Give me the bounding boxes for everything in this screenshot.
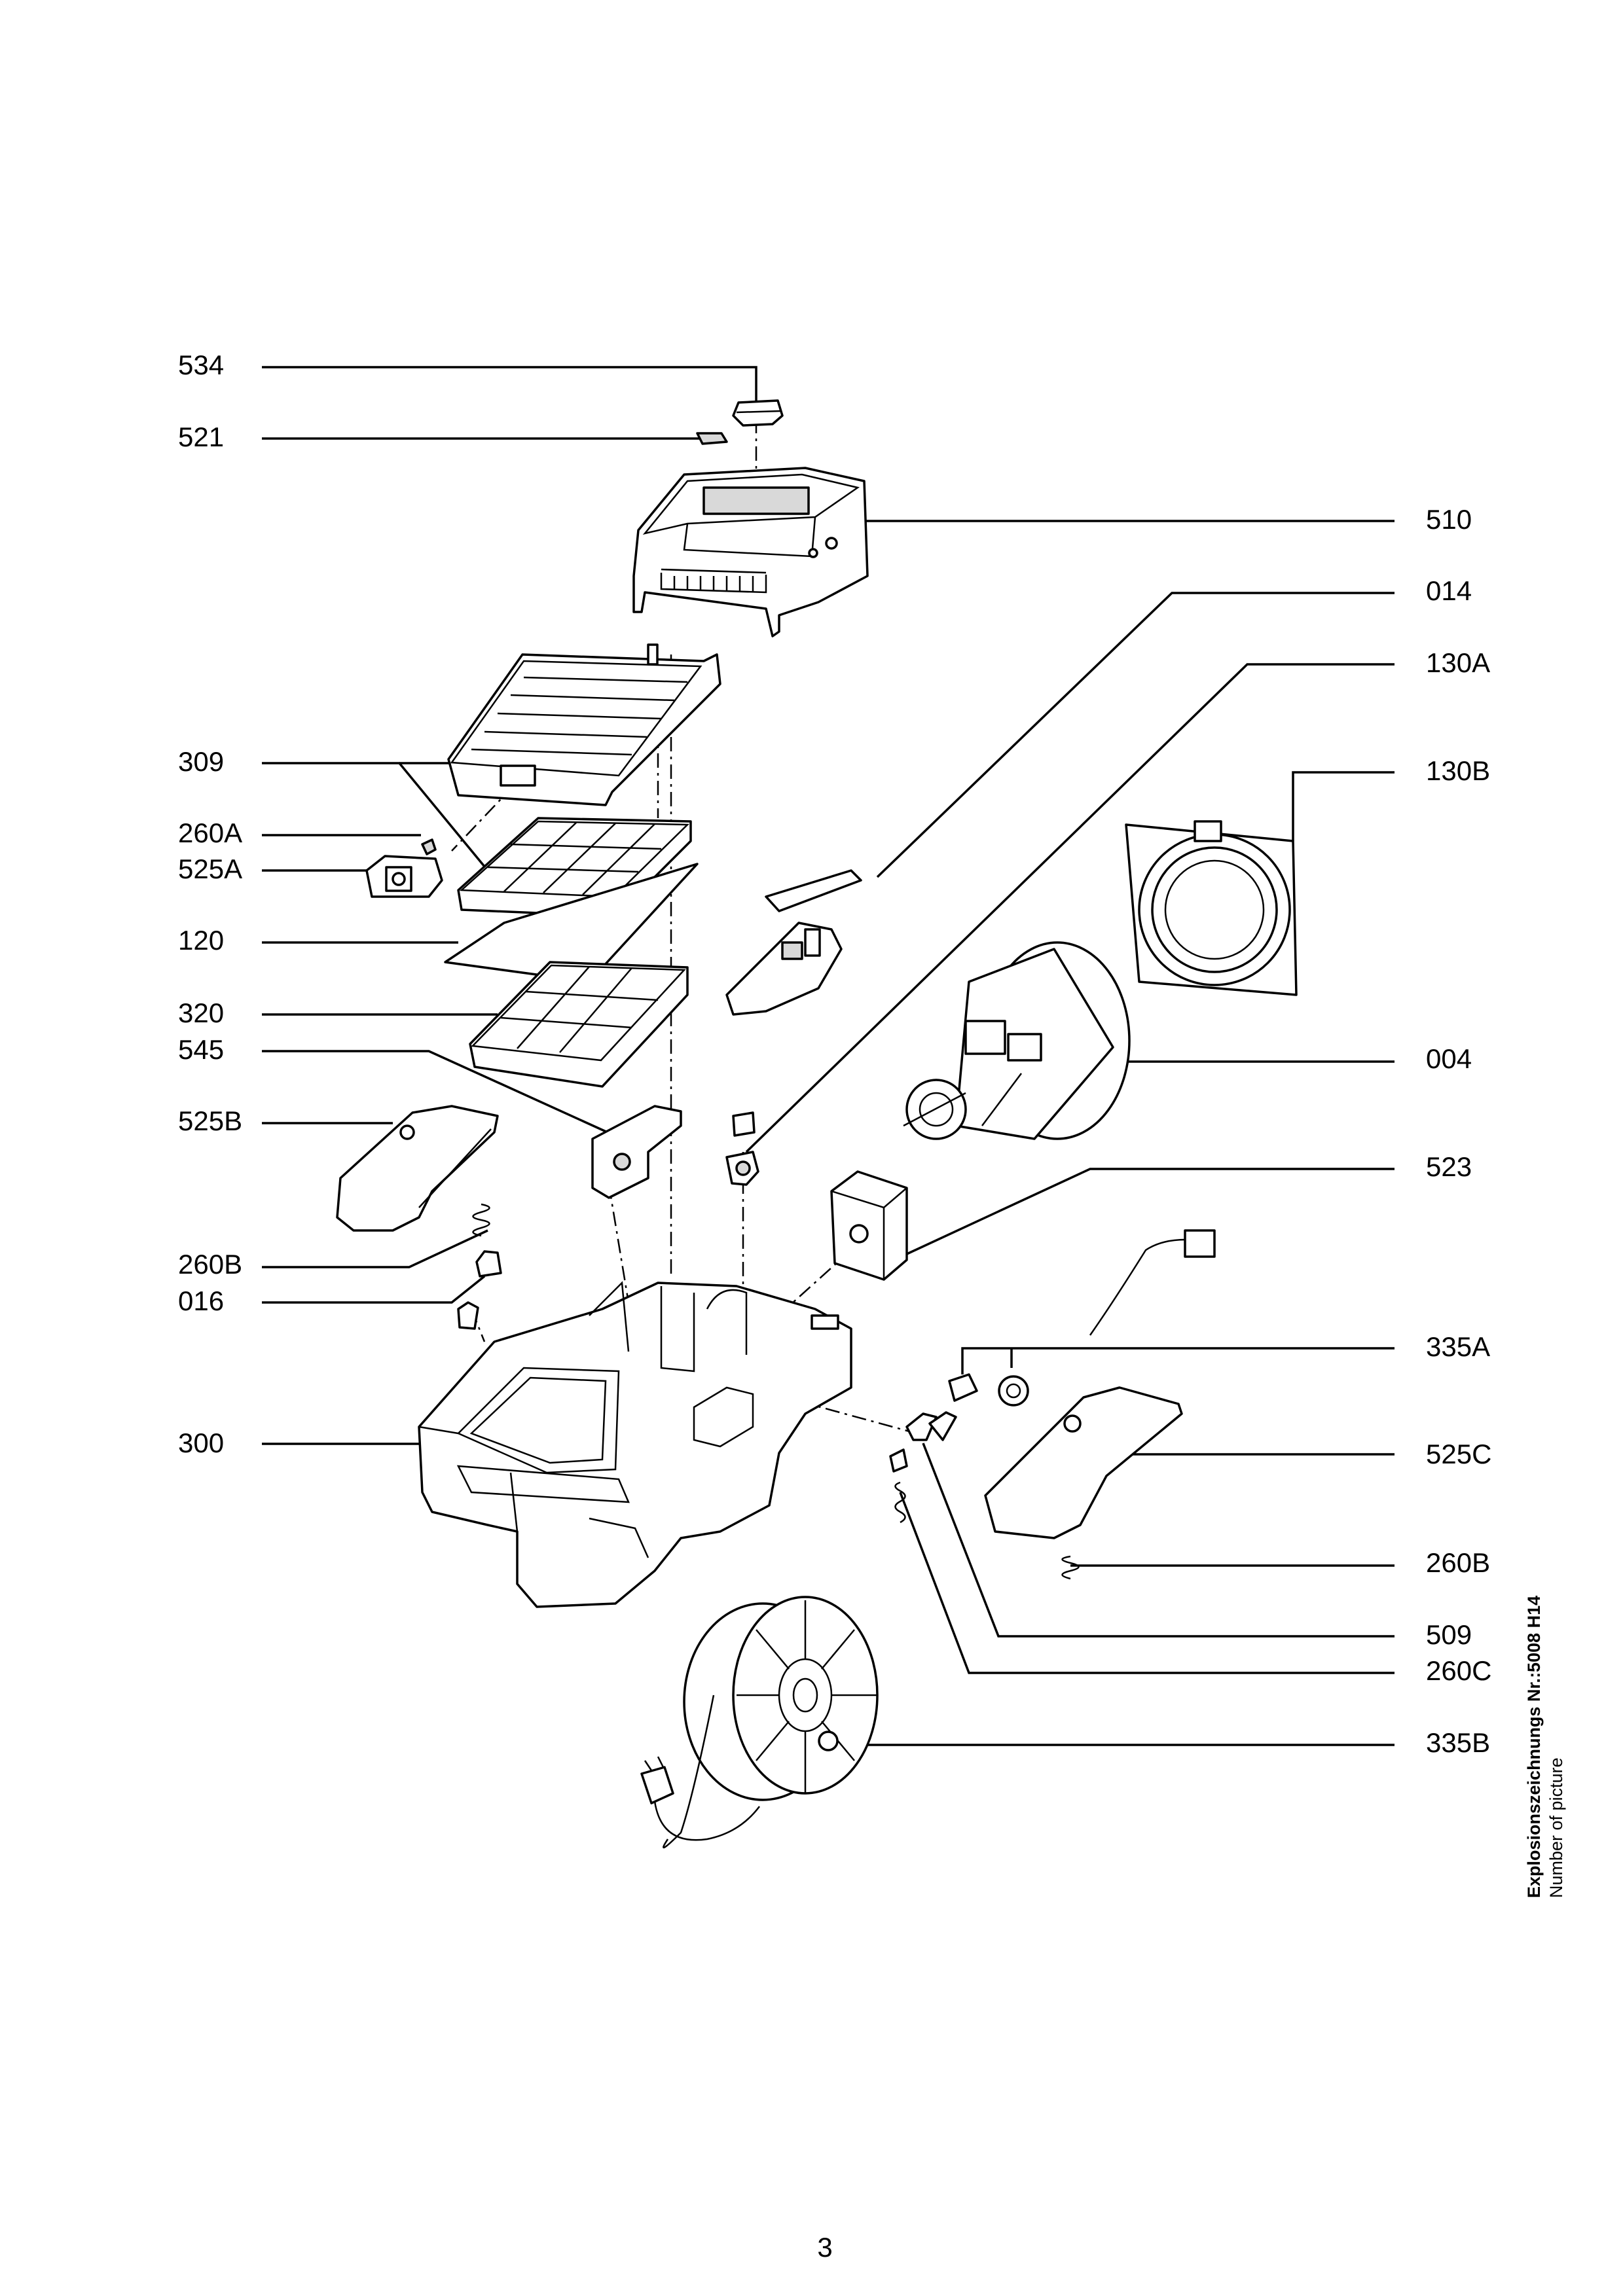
label-510: 510 bbox=[1426, 504, 1472, 535]
label-525c: 525C bbox=[1426, 1439, 1491, 1469]
label-014: 014 bbox=[1426, 575, 1472, 606]
part-335a-rings bbox=[948, 1373, 1029, 1407]
leader-130a bbox=[745, 663, 1395, 1153]
drawing-number-title: Explosionszeichnungs Nr.:5008 H14 bbox=[1524, 1595, 1544, 1898]
part-016-switch bbox=[457, 1250, 502, 1330]
label-260b-right: 260B bbox=[1426, 1547, 1490, 1578]
part-523-block bbox=[830, 1170, 908, 1281]
label-120: 120 bbox=[178, 925, 224, 956]
label-260c: 260C bbox=[1426, 1655, 1491, 1686]
part-545-bracket bbox=[591, 1105, 682, 1199]
part-cable-connector bbox=[1089, 1229, 1216, 1336]
label-130b: 130B bbox=[1426, 755, 1490, 786]
part-130b-fan-housing bbox=[1125, 820, 1298, 996]
part-525b-side-latch bbox=[336, 1105, 499, 1232]
leader-260c bbox=[899, 1492, 1395, 1674]
leader-016 bbox=[262, 1275, 486, 1304]
side-caption: Explosionszeichnungs Nr.:5008 H14 Number… bbox=[1523, 1545, 1595, 1898]
label-260b-left: 260B bbox=[178, 1249, 242, 1280]
part-004-motor bbox=[903, 941, 1131, 1140]
part-335b-cord-reel bbox=[640, 1596, 879, 1849]
label-525b: 525B bbox=[178, 1105, 242, 1136]
label-260a: 260A bbox=[178, 817, 242, 848]
leader-523 bbox=[906, 1168, 1395, 1255]
label-300: 300 bbox=[178, 1427, 224, 1458]
part-534-button bbox=[732, 399, 784, 427]
label-545: 545 bbox=[178, 1034, 224, 1065]
label-016: 016 bbox=[178, 1285, 224, 1316]
label-525a: 525A bbox=[178, 853, 242, 884]
label-523: 523 bbox=[1426, 1151, 1472, 1182]
leader-509 bbox=[922, 1443, 1395, 1638]
part-525a-latch bbox=[365, 855, 443, 898]
part-320-filter-grid bbox=[469, 961, 689, 1088]
drawing-number-subtitle: Number of picture bbox=[1546, 1757, 1566, 1898]
label-320: 320 bbox=[178, 997, 224, 1028]
leader-260b-left bbox=[262, 1229, 488, 1268]
part-510-top-cover bbox=[632, 467, 869, 637]
label-130a: 130A bbox=[1426, 647, 1490, 678]
label-534: 534 bbox=[178, 350, 224, 380]
part-309-filter-cover bbox=[447, 643, 721, 806]
label-004: 004 bbox=[1426, 1043, 1472, 1074]
part-521-clip bbox=[696, 432, 728, 445]
leader-335a bbox=[961, 1347, 1395, 1374]
part-014-electronics bbox=[725, 869, 862, 1016]
leader-545 bbox=[262, 1050, 623, 1140]
leader-130b bbox=[1292, 771, 1395, 841]
left-labels: 534 521 309 260A 525A 120 320 545 525B 2… bbox=[178, 350, 242, 1458]
right-labels: 510 014 130A 130B 004 523 335A 525C 260B… bbox=[1426, 504, 1491, 1758]
part-130a-small-parts bbox=[725, 1111, 759, 1186]
part-260a-clip bbox=[421, 838, 437, 855]
leader-lines bbox=[262, 366, 1395, 1746]
leader-534 bbox=[262, 366, 757, 401]
part-260c-spring bbox=[894, 1481, 906, 1524]
part-260b-spring-right bbox=[1061, 1555, 1080, 1580]
part-260b-spring-left bbox=[472, 1203, 490, 1237]
label-521: 521 bbox=[178, 422, 224, 452]
label-335a: 335A bbox=[1426, 1331, 1490, 1362]
label-509: 509 bbox=[1426, 1619, 1472, 1650]
label-309: 309 bbox=[178, 746, 224, 777]
page-number: 3 bbox=[817, 2232, 833, 2263]
label-335b: 335B bbox=[1426, 1727, 1490, 1758]
part-525c-cover bbox=[984, 1386, 1183, 1539]
part-300-base-housing bbox=[418, 1281, 852, 1608]
leader-014 bbox=[876, 592, 1395, 878]
part-509-contacts bbox=[889, 1411, 957, 1473]
